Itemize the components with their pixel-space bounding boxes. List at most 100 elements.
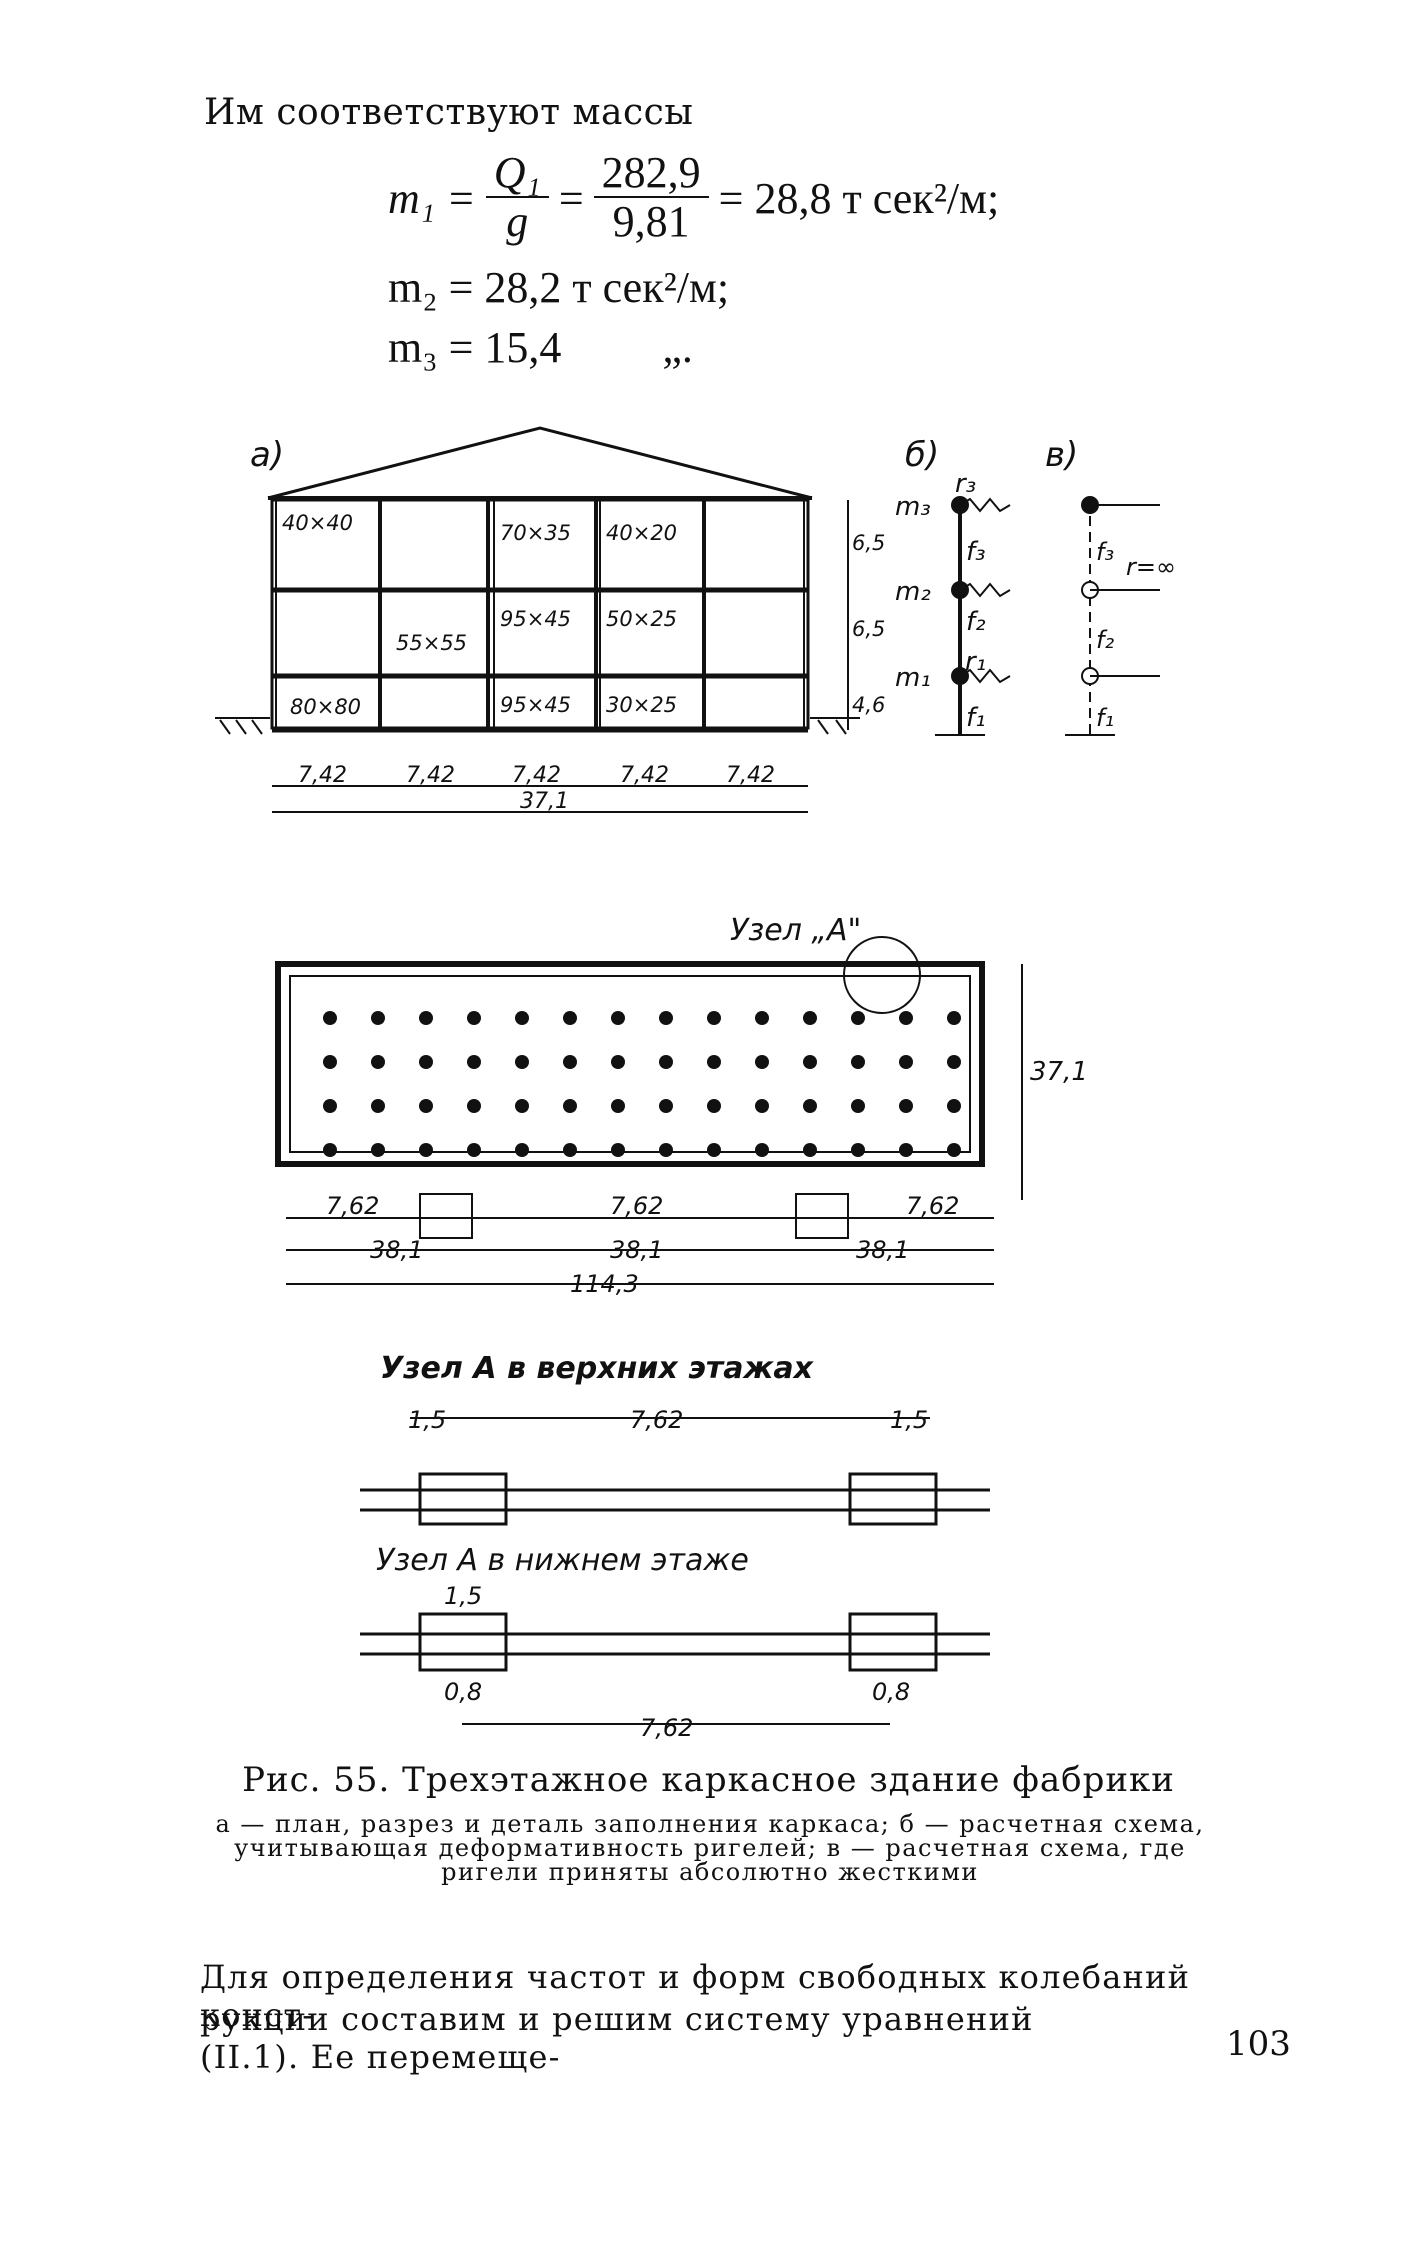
column-dot <box>899 1099 913 1113</box>
detail-lower-title: Узел А в нижнем этаже <box>376 1543 749 1578</box>
dim-label: 0,8 <box>444 1678 482 1706</box>
mass-label: m₃ <box>895 492 931 522</box>
r-label: r₃ <box>955 469 976 499</box>
dim-label: 7,62 <box>640 1714 693 1742</box>
span-label: 7,42 <box>512 763 561 788</box>
equation-m1: m₁ = Q₁ g = 282,9 9,81 = 28,8 т сек²/м; <box>388 149 1000 247</box>
column-dot <box>563 1011 577 1025</box>
detail-lower-joints <box>418 1612 938 1672</box>
panel-label-b: б) <box>905 435 939 475</box>
roof-outline <box>267 426 813 500</box>
bay-label: 38,1 <box>856 1236 909 1264</box>
detail-upper-dims: 1,5 7,62 1,5 <box>408 1406 928 1434</box>
span-label: 7,42 <box>298 763 347 788</box>
column-dots <box>323 1011 961 1157</box>
equals-sign: = <box>558 173 584 223</box>
scheme-v-beams <box>1065 504 1160 736</box>
panel-label-v: в) <box>1045 435 1078 475</box>
column-dot <box>419 1055 433 1069</box>
column-dot <box>803 1099 817 1113</box>
column-dot <box>851 1143 865 1157</box>
figure-caption-title: Рис. 55. Трехэтажное каркасное здание фа… <box>242 1760 1175 1800</box>
small-dim-label: 7,62 <box>906 1192 959 1220</box>
mass-label: m₁ <box>895 663 931 693</box>
column-dot <box>611 1055 625 1069</box>
column-dot <box>467 1099 481 1113</box>
column-dot <box>899 1143 913 1157</box>
scheme-v-labels: r=∞ f₃ f₂ f₁ <box>1096 538 1176 732</box>
column-dot <box>851 1055 865 1069</box>
column-dot <box>755 1055 769 1069</box>
column-dot <box>803 1143 817 1157</box>
column-dot <box>323 1099 337 1113</box>
height-label: 6,5 <box>852 617 885 641</box>
r-label: r=∞ <box>1126 553 1176 581</box>
bay-label: 38,1 <box>370 1236 423 1264</box>
detail-upper-joints <box>418 1472 938 1526</box>
column-dot <box>659 1143 673 1157</box>
column-dot <box>659 1099 673 1113</box>
m1-numerator: Q₁ <box>485 149 549 199</box>
column-dot <box>659 1055 673 1069</box>
detail-lower-dims: 1,5 0,8 0,8 7,62 <box>444 1582 910 1742</box>
m1-result: = 28,8 т сек²/м; <box>718 173 1000 223</box>
column-dot <box>515 1055 529 1069</box>
column-dot <box>371 1055 385 1069</box>
total-length-label: 37,1 <box>520 789 569 814</box>
column-dot <box>371 1011 385 1025</box>
plan-outline <box>275 961 985 1167</box>
f-label: f₃ <box>966 537 986 567</box>
column-dot <box>947 1143 961 1157</box>
section-label: 40×40 <box>282 511 353 535</box>
f-label: f₂ <box>966 607 986 637</box>
span-label: 7,42 <box>620 763 669 788</box>
column-dot <box>707 1055 721 1069</box>
m3-text: m₃ = 15,4 <box>388 323 562 372</box>
m1-denominator: g <box>506 197 529 247</box>
column-dot <box>755 1143 769 1157</box>
column-dot <box>515 1143 529 1157</box>
column-dot <box>419 1099 433 1113</box>
section-label: 30×25 <box>606 693 677 717</box>
column-dot <box>467 1011 481 1025</box>
intro-text: Им соответствуют массы <box>204 92 694 133</box>
scheme-b-springs <box>935 497 1011 736</box>
f-label: f₂ <box>1096 626 1114 654</box>
f-label: f₁ <box>966 703 986 733</box>
plan-dim-labels: 7,62 7,62 7,62 38,1 38,1 38,1 114,3 <box>326 1192 959 1298</box>
column-dot <box>755 1011 769 1025</box>
m1-lhs: m₁ = <box>388 173 476 223</box>
column-dot <box>803 1011 817 1025</box>
column-dot <box>371 1099 385 1113</box>
page-number: 103 <box>1226 2024 1291 2064</box>
figure-caption-body: а — план, разрез и деталь заполнения кар… <box>215 1810 1205 1886</box>
node-a-label: Узел „А" <box>730 913 861 948</box>
column-dot <box>947 1099 961 1113</box>
frame-columns <box>378 500 706 730</box>
ground-hatch <box>215 717 860 735</box>
plan-height-label: 37,1 <box>1030 1057 1088 1087</box>
dim-label: 1,5 <box>444 1582 482 1610</box>
span-labels: 7,42 7,42 7,42 7,42 7,42 37,1 <box>298 763 775 814</box>
column-dot <box>755 1099 769 1113</box>
mass-label: m₂ <box>895 577 931 607</box>
column-dot <box>947 1055 961 1069</box>
column-dot <box>947 1011 961 1025</box>
fraction-q-over-g: Q₁ g <box>485 149 549 247</box>
section-label: 70×35 <box>500 521 571 545</box>
column-dot <box>371 1143 385 1157</box>
dim-label: 0,8 <box>872 1678 910 1706</box>
section-label: 55×55 <box>396 631 467 655</box>
column-dot <box>851 1011 865 1025</box>
section-labels: 40×40 70×35 40×20 55×55 95×45 50×25 80×8… <box>282 511 677 719</box>
m1-denominator-value: 9,81 <box>612 197 690 247</box>
column-dot <box>467 1055 481 1069</box>
section-label: 95×45 <box>500 607 571 631</box>
section-label: 95×45 <box>500 693 571 717</box>
column-dot <box>851 1099 865 1113</box>
dim-label: 1,5 <box>890 1406 928 1434</box>
span-label: 7,42 <box>406 763 455 788</box>
column-dot <box>419 1011 433 1025</box>
column-dot <box>515 1099 529 1113</box>
height-label: 4,6 <box>852 693 885 717</box>
